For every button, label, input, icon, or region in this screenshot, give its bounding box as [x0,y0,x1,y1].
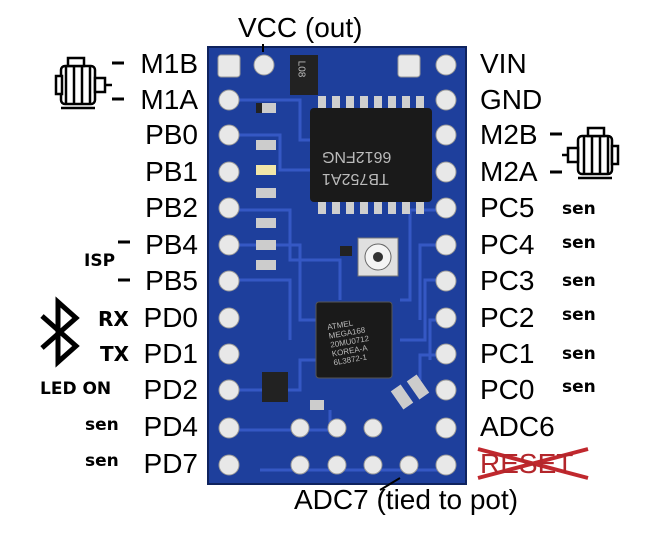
pin-label-m2b: M2B [480,121,538,149]
pin-label-pd0: PD0 [78,304,198,332]
pin-label-reset: RESET [480,450,573,478]
pin-label-gnd: GND [480,86,542,114]
mcu-text: ATMEL MEGA168 20MU0712 KOREA-A 6L3872-1 [327,314,388,368]
pin-label-adc6: ADC6 [480,413,555,441]
pin-label-pd1: PD1 [78,340,198,368]
sen-note: sen [562,378,596,396]
sen-note: sen [562,345,596,363]
transistor [262,372,288,402]
vcc-pad [254,55,274,75]
pin-label-pb5: PB5 [78,267,198,295]
bluetooth-icon [42,302,76,362]
pin-label-pc3: PC3 [480,267,534,295]
pin-label-pc4: PC4 [480,231,534,259]
pin-label-pc0: PC0 [480,376,534,404]
driver-chip-text-2: TB752A1 [322,170,389,186]
pin-label-pb1: PB1 [78,158,198,186]
pin-label-m1a: M1A [78,86,198,114]
motor-icon [562,128,618,178]
sen-note: sen [562,306,596,324]
pin-label-pc1: PC1 [480,340,534,368]
regulator-text: L08 [295,61,305,78]
pin-label-pc5: PC5 [480,194,534,222]
tx-note: TX [100,345,129,363]
adc7-pad [400,456,418,474]
pin-label-pb2: PB2 [78,194,198,222]
isp-note: ISP [84,252,115,270]
sen-note: sen [562,200,596,218]
pin-label-pb0: PB0 [78,121,198,149]
driver-chip-text-1: 6612FNG [322,148,391,164]
sen-note: sen [562,272,596,290]
sen-note: sen [85,416,119,434]
sen-note: sen [562,234,596,252]
pin-label-pc2: PC2 [480,304,534,332]
pin-label-vin: VIN [480,50,527,78]
pin-label-m1b: M1B [78,50,198,78]
square-pad [218,55,240,77]
sen-note: sen [85,452,119,470]
adc7-label: ADC7 (tied to pot) [294,486,518,514]
led-on-note: LED ON [40,380,111,398]
pin-label-m2a: M2A [480,158,538,186]
rx-note: RX [98,310,129,328]
potentiometer [358,238,398,276]
vcc-out-label: VCC (out) [238,14,362,42]
